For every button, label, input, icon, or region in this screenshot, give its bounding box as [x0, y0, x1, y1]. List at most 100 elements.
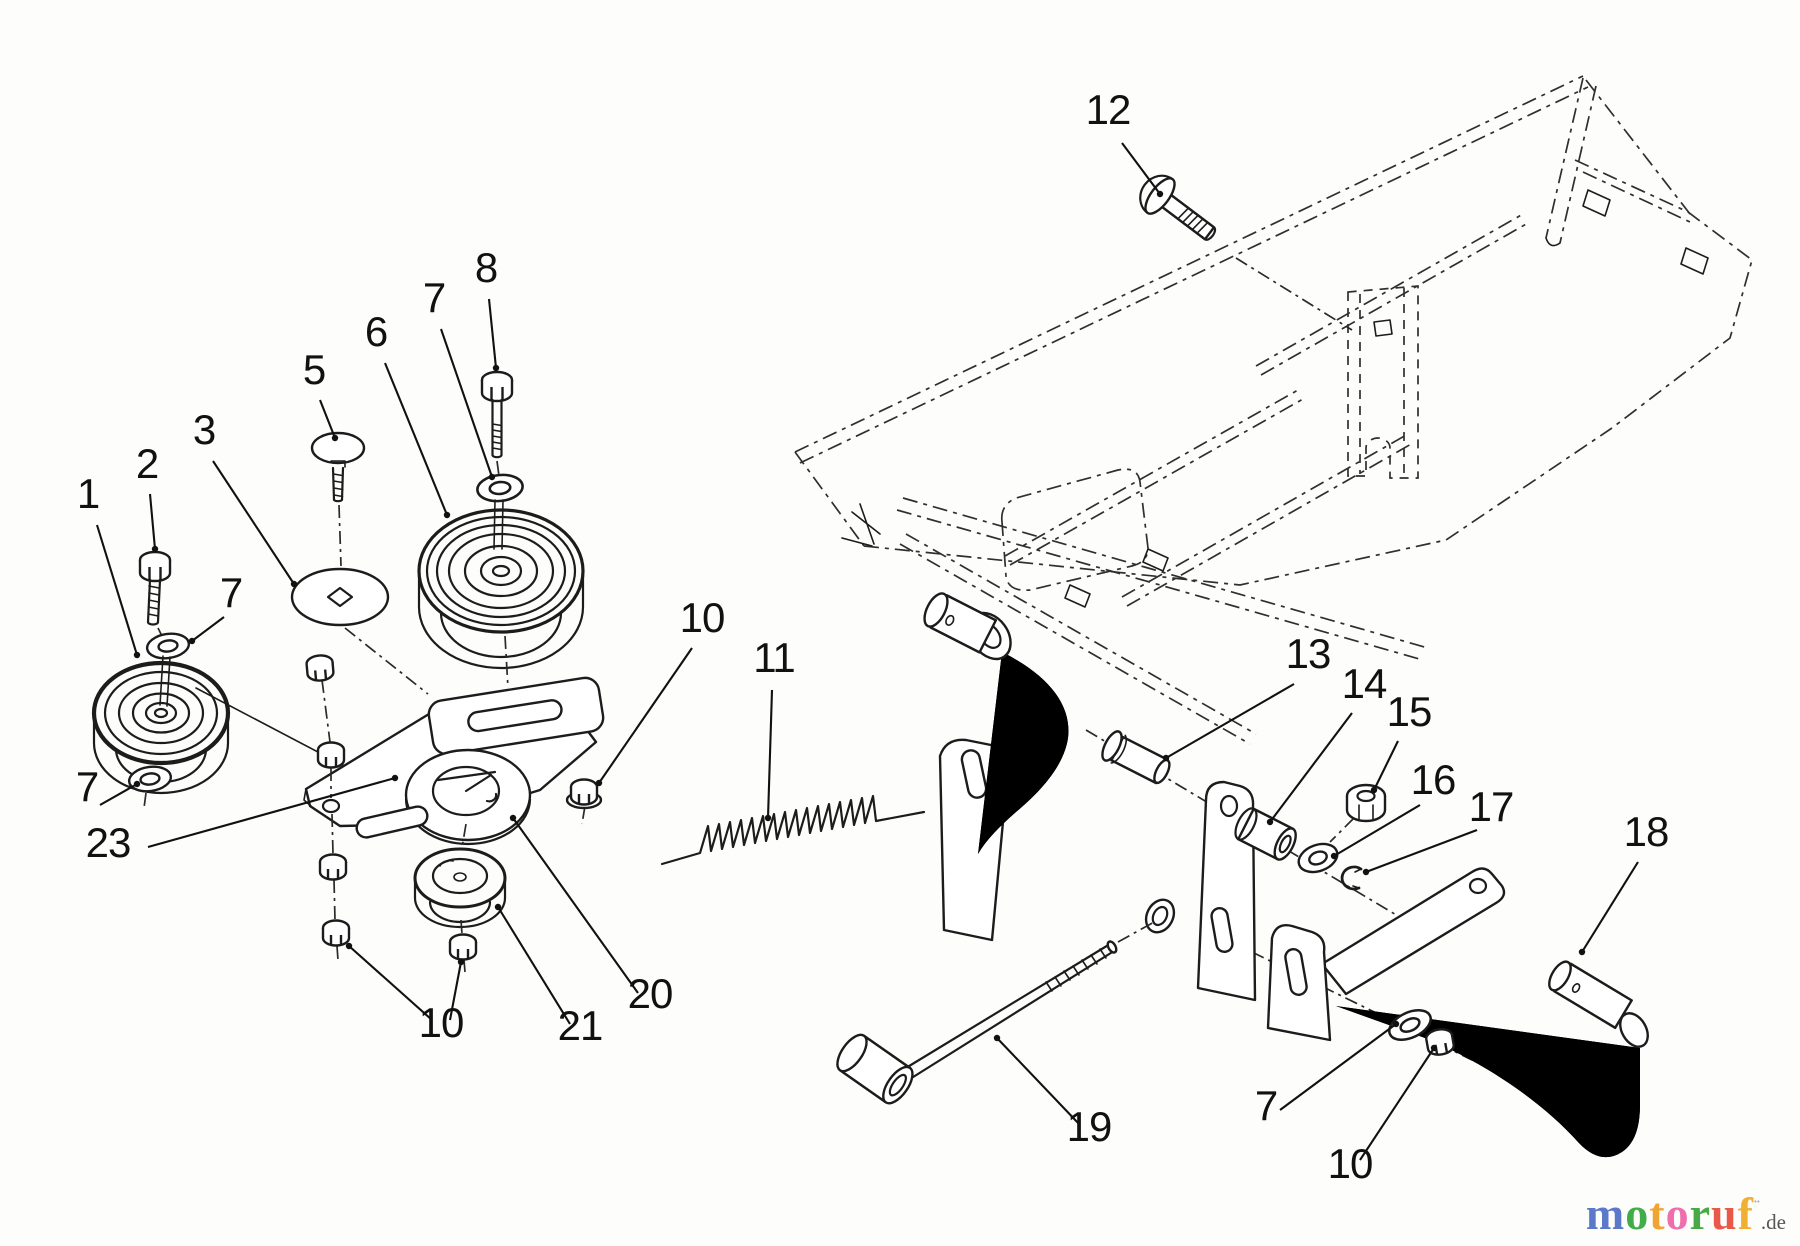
- leader-line: [766, 689, 774, 819]
- tension-spring-11: [660, 794, 926, 866]
- leader-dot: [764, 814, 772, 822]
- callout-20-label: 20: [628, 970, 673, 1017]
- washer-7-mid: [474, 471, 526, 505]
- clevis-pin-13: [1101, 730, 1171, 785]
- callout-10-label: 10: [680, 594, 725, 641]
- seat-bracket-dashed: [1347, 285, 1419, 479]
- leader-line: [95, 524, 139, 656]
- washer-3: [290, 567, 429, 695]
- leader-line: [319, 399, 336, 439]
- spacer-bushing-14: [1234, 807, 1297, 861]
- callout-8-label: 8: [475, 244, 497, 291]
- callout-1-label: 1: [77, 470, 99, 517]
- right-mount-bracket: [1266, 924, 1332, 1042]
- carriage-bolt-5: [310, 431, 366, 567]
- leader-line: [1333, 804, 1421, 857]
- lift-handle: [1336, 1006, 1640, 1158]
- callout-17-label: 17: [1469, 783, 1514, 830]
- leader-dot: [1156, 190, 1164, 198]
- lift-link-bar: [1320, 867, 1506, 996]
- callout-19-label: 19: [1067, 1103, 1112, 1150]
- watermark-letter: o: [1625, 1188, 1650, 1239]
- leader-line: [384, 362, 448, 516]
- flat-idler-pulley-6: [417, 499, 585, 689]
- lift-rod-19: [836, 920, 1157, 1105]
- leader-dot: [345, 942, 353, 950]
- leader-line: [348, 945, 433, 1021]
- callout-2-label: 2: [136, 440, 158, 487]
- washer-7-upper: [144, 629, 192, 663]
- leader-dot: [1430, 1044, 1438, 1052]
- leader-line: [996, 1037, 1081, 1126]
- lift-shaft-left-crank: [923, 592, 1069, 854]
- callout-6-label: 6: [365, 308, 387, 355]
- leader-line: [497, 906, 571, 1025]
- leader-dot: [457, 958, 465, 966]
- leader-dot: [1362, 868, 1370, 876]
- leader-line: [440, 328, 493, 478]
- callout-7-label: 7: [1255, 1082, 1277, 1129]
- leader-dot: [331, 434, 339, 442]
- leader-dot: [1266, 818, 1274, 826]
- watermark-letter: t: [1649, 1188, 1666, 1239]
- callout-21-label: 21: [558, 1002, 603, 1049]
- phantom-chassis: [794, 75, 1753, 745]
- hex-nut-15: [1329, 783, 1387, 843]
- leader-dot: [1578, 948, 1586, 956]
- callout-16-label: 16: [1411, 756, 1456, 803]
- leader-line: [1279, 1023, 1397, 1111]
- bolt-8: [480, 370, 514, 477]
- leader-dot: [1392, 1020, 1400, 1028]
- callout-7-label: 7: [220, 569, 242, 616]
- callout-3-label: 3: [193, 406, 215, 453]
- leader-line: [1121, 142, 1161, 195]
- leader-line: [212, 460, 295, 585]
- pulley-hub-21: [413, 823, 507, 929]
- watermark-letter: o: [1665, 1188, 1690, 1239]
- leader-dot: [494, 903, 502, 911]
- leader-line: [1373, 740, 1399, 791]
- lock-nut-10-right: [1423, 1026, 1457, 1058]
- leader-line: [1165, 683, 1295, 759]
- leader-line: [148, 493, 157, 550]
- callout-10-label: 10: [419, 999, 464, 1046]
- watermark-letter: r: [1689, 1188, 1711, 1239]
- leader-dot: [188, 637, 196, 645]
- callout-11-label: 11: [753, 634, 795, 681]
- lift-shaft-tube: [1144, 898, 1332, 1000]
- washer-7-lower: [126, 762, 174, 796]
- leader-dot: [133, 651, 141, 659]
- callout-18-label: 18: [1624, 808, 1669, 855]
- leader-dot: [1330, 852, 1338, 860]
- callout-7-label: 7: [76, 763, 98, 810]
- leader-line: [1581, 861, 1639, 953]
- leader-line: [598, 647, 693, 784]
- leader-dot: [443, 511, 451, 519]
- idler-arm-bracket-20: [303, 676, 605, 846]
- leader-dot: [290, 580, 298, 588]
- bolt-2: [138, 550, 172, 641]
- watermark-letter: u: [1711, 1188, 1738, 1239]
- rod-end-sleeve: [836, 1033, 914, 1105]
- clevis-pin-18: [1548, 960, 1649, 1048]
- carriage-bolt-12: [1139, 174, 1353, 331]
- watermark-suffix: .de: [1760, 1210, 1786, 1234]
- leader-dot: [1162, 754, 1170, 762]
- washer-16: [1297, 842, 1339, 874]
- centerline: [143, 792, 147, 809]
- callout-23-label: 23: [86, 819, 131, 866]
- leader-dot: [509, 814, 517, 822]
- lock-nuts-10: [304, 653, 603, 973]
- watermark-mark: ¨: [1753, 1196, 1761, 1217]
- leader-dot: [1370, 786, 1378, 794]
- leader-dot: [133, 780, 141, 788]
- idler-pulley-1: [91, 655, 231, 795]
- callout-7-label: 7: [423, 274, 445, 321]
- leader-dot: [151, 545, 159, 553]
- leader-dot: [993, 1034, 1001, 1042]
- leader-line: [147, 776, 396, 849]
